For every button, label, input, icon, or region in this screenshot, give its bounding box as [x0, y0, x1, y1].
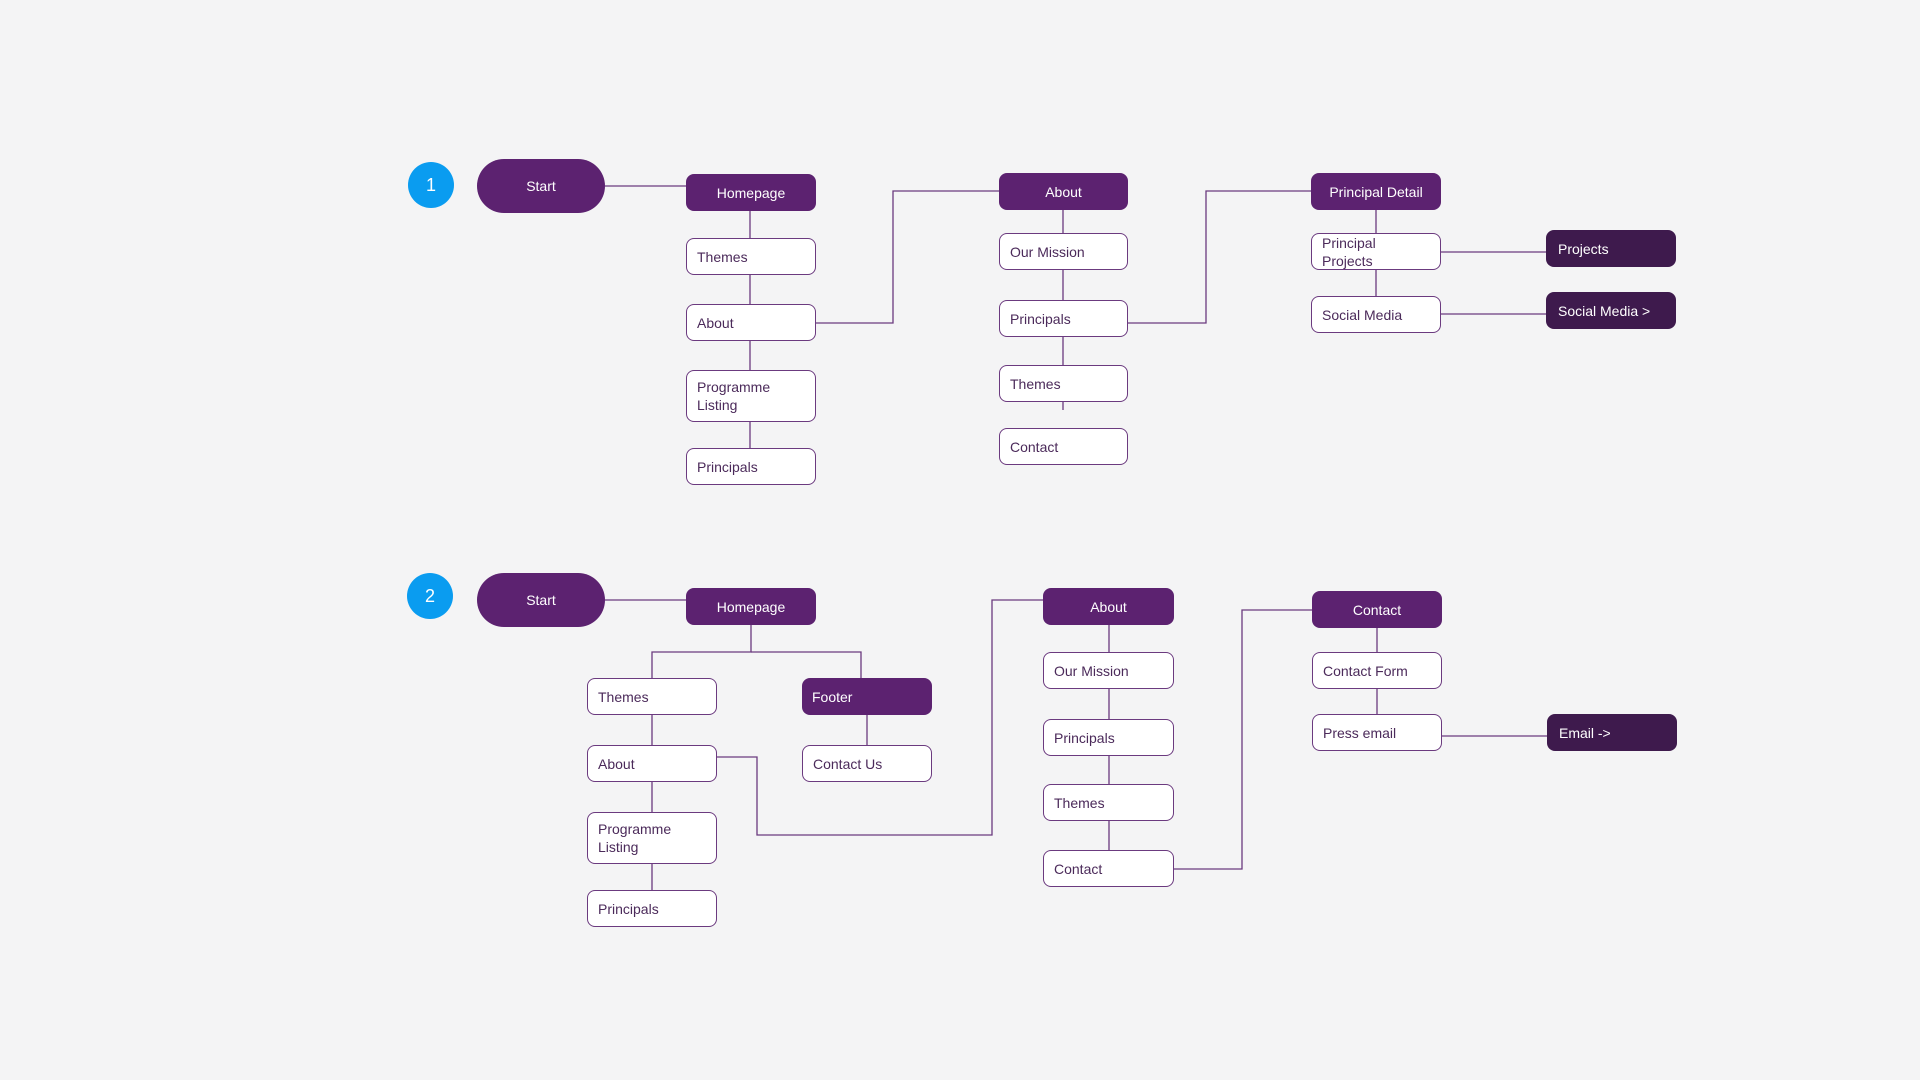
our-mission-node[interactable]: Our Mission [999, 233, 1128, 270]
programme-listing-label: Programme Listing [697, 379, 771, 413]
homepage-node-2[interactable]: Homepage [686, 588, 816, 625]
step-badge-2: 2 [407, 573, 453, 619]
principal-detail-node[interactable]: Principal Detail [1311, 173, 1441, 210]
step-badge-1: 1 [408, 162, 454, 208]
principals-node-2[interactable]: Principals [587, 890, 717, 927]
about-contact-node-2[interactable]: Contact [1043, 850, 1174, 887]
connector [815, 190, 1000, 324]
email-link-node[interactable]: Email -> [1547, 714, 1677, 751]
homepage-node[interactable]: Homepage [686, 174, 816, 211]
about-themes-node-2[interactable]: Themes [1043, 784, 1174, 821]
programme-listing-node-2[interactable]: Programme Listing [587, 812, 717, 864]
themes-node-2[interactable]: Themes [587, 678, 717, 715]
principal-projects-node[interactable]: Principal Projects [1311, 233, 1441, 270]
connector [651, 624, 752, 678]
social-media-link-node[interactable]: Social Media > [1546, 292, 1676, 329]
about-node-2[interactable]: About [587, 745, 717, 782]
our-mission-node-2[interactable]: Our Mission [1043, 652, 1174, 689]
connector [716, 599, 1043, 836]
about-contact-node[interactable]: Contact [999, 428, 1128, 465]
contact-us-node[interactable]: Contact Us [802, 745, 932, 782]
about-header-node[interactable]: About [999, 173, 1128, 210]
social-media-node[interactable]: Social Media [1311, 296, 1441, 333]
projects-link-node[interactable]: Projects [1546, 230, 1676, 267]
about-principals-node-2[interactable]: Principals [1043, 719, 1174, 756]
connector [1173, 609, 1312, 870]
connector [1127, 190, 1312, 324]
programme-listing-label-2: Programme Listing [598, 821, 672, 855]
footer-node[interactable]: Footer [802, 678, 932, 715]
press-email-node[interactable]: Press email [1312, 714, 1442, 751]
start-node[interactable]: Start [477, 159, 605, 213]
about-header-node-2[interactable]: About [1043, 588, 1174, 625]
connector [751, 651, 862, 678]
themes-node[interactable]: Themes [686, 238, 816, 275]
principals-node[interactable]: Principals [686, 448, 816, 485]
programme-listing-node[interactable]: Programme Listing [686, 370, 816, 422]
start-node-2[interactable]: Start [477, 573, 605, 627]
about-themes-node[interactable]: Themes [999, 365, 1128, 402]
about-node[interactable]: About [686, 304, 816, 341]
contact-form-node[interactable]: Contact Form [1312, 652, 1442, 689]
contact-header-node[interactable]: Contact [1312, 591, 1442, 628]
about-principals-node[interactable]: Principals [999, 300, 1128, 337]
